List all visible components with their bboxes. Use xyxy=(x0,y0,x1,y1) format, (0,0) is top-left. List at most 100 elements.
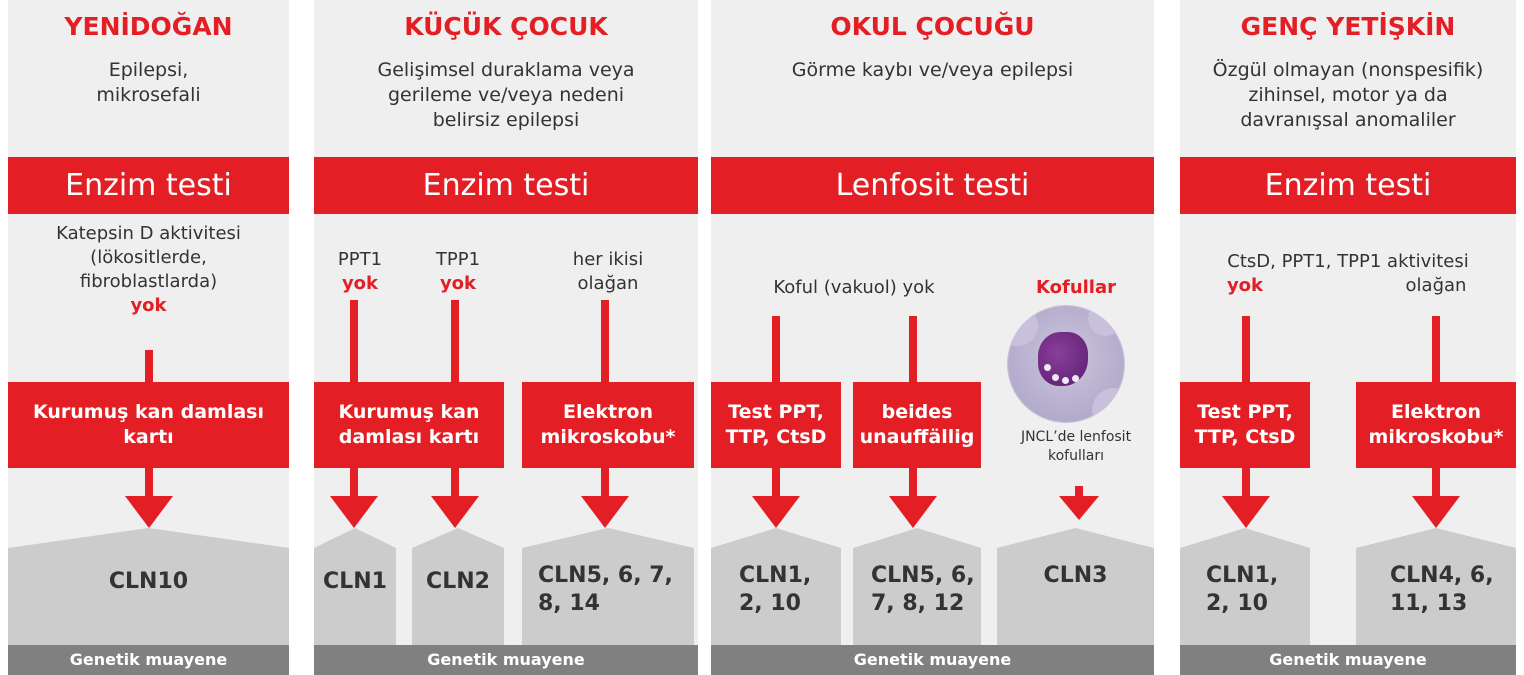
cell-blob xyxy=(1088,306,1124,336)
method-box: Elektron mikroskobu* xyxy=(522,382,694,468)
result-line: CLN1, xyxy=(739,563,812,588)
method-line: damlası kartı xyxy=(338,426,480,448)
test-band: Lenfosit testi xyxy=(711,157,1154,214)
panel-title: OKUL ÇOCUĞU xyxy=(830,12,1035,41)
panel-title: YENİDOĞAN xyxy=(64,12,233,41)
arrow-shaft xyxy=(1432,316,1440,382)
finding-text: CtsD, PPT1, TPP1 aktivitesi xyxy=(1180,250,1516,274)
result-text: CLN5, 6, 7, 8, 14 xyxy=(538,562,673,618)
footer-genetic: Genetik muayene xyxy=(314,645,698,675)
panel-newborn: YENİDOĞAN Epilepsi, mikrosefali Enzim te… xyxy=(8,0,289,675)
subtitle-line: Görme kaybı ve/veya epilepsi xyxy=(791,59,1074,81)
arrow-shaft xyxy=(451,468,459,498)
panel-young-child: KÜÇÜK ÇOCUK Gelişimsel duraklama veya ge… xyxy=(314,0,698,675)
finding-line: TPP1 xyxy=(435,249,481,270)
result-line: 8, 14 xyxy=(538,591,600,616)
panel-subtitle: Görme kaybı ve/veya epilepsi xyxy=(711,58,1154,83)
result-box: CLN3 xyxy=(997,528,1154,645)
result-text: CLN1, 2, 10 xyxy=(1206,562,1278,618)
result-text: CLN3 xyxy=(997,562,1154,590)
caption-line: kofulları xyxy=(1048,448,1104,464)
finding-line: PPT1 xyxy=(337,249,383,270)
result-box: CLN2 xyxy=(412,528,504,645)
subtitle-line: davranışsal anomaliler xyxy=(1240,109,1456,131)
result-line: CLN5, 6, 7, xyxy=(538,563,673,588)
finding-line: Koful (vakuol) yok xyxy=(773,277,935,298)
result-text: CLN1 xyxy=(314,568,396,596)
method-line: beides xyxy=(881,401,953,423)
lymphocyte-vacuole-image xyxy=(1008,306,1124,422)
finding-line: olağan xyxy=(1405,275,1467,296)
finding-line: her ikisi xyxy=(572,249,644,270)
result-line: 11, 13 xyxy=(1390,591,1468,616)
arrow-head xyxy=(431,496,479,528)
result-box: CLN10 xyxy=(8,528,289,645)
method-line: mikroskobu* xyxy=(1368,426,1504,448)
panel-title: GENÇ YETİŞKİN xyxy=(1240,12,1456,41)
panel-school-child: OKUL ÇOCUĞU Görme kaybı ve/veya epilepsi… xyxy=(711,0,1154,675)
vacuole xyxy=(1072,375,1079,382)
result-box: CLN1 xyxy=(314,528,396,645)
arrow-shaft xyxy=(601,300,609,382)
footer-genetic: Genetik muayene xyxy=(8,645,289,675)
method-line: TTP, CtsD xyxy=(725,426,827,448)
subtitle-line: Epilepsi, xyxy=(108,59,189,81)
method-box: Kurumuş kan damlası kartı xyxy=(8,382,289,468)
result-box: CLN1, 2, 10 xyxy=(711,528,841,645)
vacuole xyxy=(1062,377,1069,384)
method-box: beides unauffällig xyxy=(853,382,981,468)
result-box: CLN5, 6, 7, 8, 12 xyxy=(853,528,981,645)
panel-title: KÜÇÜK ÇOCUK xyxy=(404,12,608,41)
arrow-shaft xyxy=(1242,468,1250,498)
finding-line: fibroblastlarda) xyxy=(79,271,218,292)
result-line: CLN2 xyxy=(426,569,490,594)
result-line: CLN3 xyxy=(1043,563,1108,588)
subtitle-line: zihinsel, motor ya da xyxy=(1248,84,1448,106)
vacuole xyxy=(1044,364,1051,371)
finding-highlight: yok xyxy=(130,295,167,316)
result-line: CLN4, 6, xyxy=(1390,563,1494,588)
finding-highlight: yok xyxy=(1226,275,1264,296)
finding-line: Katepsin D aktivitesi xyxy=(56,223,241,244)
method-line: mikroskobu* xyxy=(540,426,676,448)
footer-genetic: Genetik muayene xyxy=(1180,645,1516,675)
method-box: Kurumuş kan damlası kartı xyxy=(314,382,504,468)
caption-line: JNCL’de lenfosit xyxy=(1020,429,1132,445)
subtitle-line: belirsiz epilepsi xyxy=(432,109,580,131)
arrow-shaft xyxy=(350,300,358,382)
cell-blob xyxy=(1092,388,1124,422)
arrow-head xyxy=(581,496,629,528)
result-line: CLN1 xyxy=(323,569,387,594)
arrow-head xyxy=(752,496,800,528)
arrow-shaft xyxy=(772,316,780,382)
test-band: Enzim testi xyxy=(8,157,289,214)
method-line: Kurumuş kan xyxy=(338,401,480,423)
method-line: kartı xyxy=(123,426,174,448)
method-line: Kurumuş kan damlası xyxy=(32,401,265,423)
footer-genetic: Genetik muayene xyxy=(711,645,1154,675)
finding-highlight: yok xyxy=(439,273,477,294)
result-line: CLN1, xyxy=(1206,563,1279,588)
arrow-head xyxy=(1059,496,1099,520)
result-box: CLN4, 6, 11, 13 xyxy=(1356,528,1516,645)
result-line: CLN10 xyxy=(108,569,189,594)
finding-text: Kofullar xyxy=(1001,276,1151,300)
test-band: Enzim testi xyxy=(1180,157,1516,214)
result-line: CLN5, 6, xyxy=(871,563,975,588)
result-text: CLN2 xyxy=(412,568,504,596)
panel-subtitle: Özgül olmayan (nonspesifik) zihinsel, mo… xyxy=(1180,58,1516,133)
subtitle-line: mikrosefali xyxy=(96,84,201,106)
finding-text: PPT1 yok xyxy=(314,248,406,296)
method-line: Test PPT, xyxy=(1197,401,1293,423)
result-text: CLN4, 6, 11, 13 xyxy=(1390,562,1494,618)
finding-highlight: Kofullar xyxy=(1035,277,1116,298)
finding-text: TPP1 yok xyxy=(412,248,504,296)
finding-highlight: yok xyxy=(341,273,379,294)
arrow-shaft xyxy=(145,350,153,382)
arrow-head xyxy=(1412,496,1460,528)
method-line: unauffällig xyxy=(859,426,975,448)
panel-subtitle: Gelişimsel duraklama veya gerileme ve/ve… xyxy=(314,58,698,133)
method-box: Elektron mikroskobu* xyxy=(1356,382,1516,468)
finding-text: yok xyxy=(1180,274,1310,298)
panel-young-adult: GENÇ YETİŞKİN Özgül olmayan (nonspesifik… xyxy=(1180,0,1516,675)
